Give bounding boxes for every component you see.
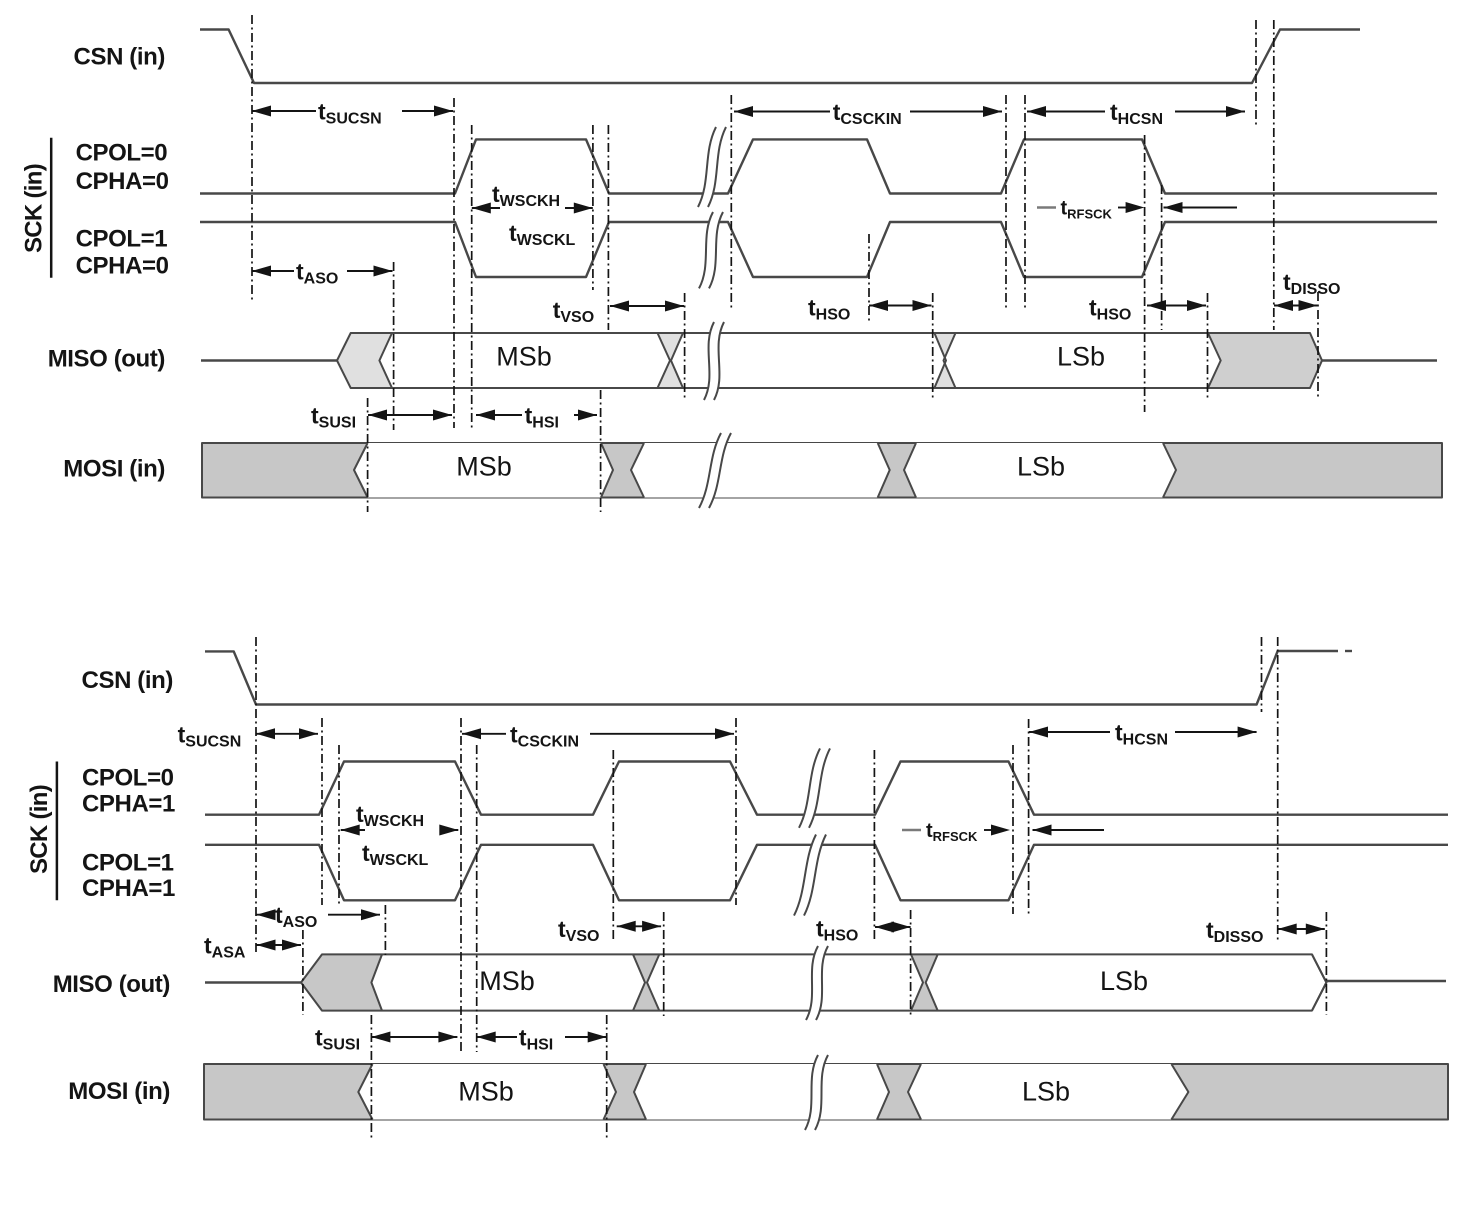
svg-text:tSUSI: tSUSI: [315, 1025, 360, 1054]
svg-text:MSb: MSb: [479, 966, 535, 996]
svg-text:tASO: tASO: [296, 259, 338, 288]
svg-text:tCSCKIN: tCSCKIN: [510, 721, 579, 750]
svg-text:CSN (in): CSN (in): [82, 667, 173, 694]
svg-text:tWSCKL: tWSCKL: [509, 220, 576, 249]
svg-text:tHCSN: tHCSN: [1110, 99, 1163, 128]
svg-text:CPHA=1: CPHA=1: [82, 875, 175, 902]
svg-text:tHSO: tHSO: [808, 295, 850, 324]
svg-text:LSb: LSb: [1017, 452, 1065, 482]
svg-text:tHCSN: tHCSN: [1115, 720, 1168, 749]
svg-text:CPOL=1: CPOL=1: [76, 226, 168, 253]
svg-text:CPOL=0: CPOL=0: [76, 140, 168, 167]
svg-text:tDISSO: tDISSO: [1206, 917, 1263, 946]
svg-text:tHSI: tHSI: [519, 1025, 553, 1054]
svg-text:LSb: LSb: [1022, 1077, 1070, 1107]
svg-text:tVSO: tVSO: [558, 916, 599, 945]
svg-text:tSUCSN: tSUCSN: [318, 99, 382, 128]
svg-text:tRFSCK: tRFSCK: [926, 820, 978, 844]
svg-text:MISO (out): MISO (out): [48, 346, 165, 373]
svg-text:tASA: tASA: [204, 933, 246, 962]
svg-text:tRFSCK: tRFSCK: [1061, 198, 1113, 222]
svg-text:tASO: tASO: [275, 902, 317, 931]
svg-text:SCK (in): SCK (in): [21, 164, 48, 253]
svg-text:CPHA=0: CPHA=0: [76, 253, 169, 280]
svg-text:CPHA=0: CPHA=0: [76, 168, 169, 195]
svg-text:tWSCKH: tWSCKH: [356, 801, 424, 830]
svg-text:CPOL=1: CPOL=1: [82, 850, 174, 877]
svg-text:tHSO: tHSO: [1089, 295, 1131, 324]
svg-text:CPOL=0: CPOL=0: [82, 765, 174, 792]
svg-text:MSb: MSb: [496, 342, 552, 372]
svg-text:tHSI: tHSI: [525, 403, 559, 432]
svg-text:tWSCKL: tWSCKL: [362, 840, 429, 869]
svg-text:SCK (in): SCK (in): [26, 785, 53, 874]
svg-text:CSN (in): CSN (in): [74, 43, 165, 70]
svg-text:MOSI (in): MOSI (in): [68, 1078, 170, 1105]
svg-text:MOSI (in): MOSI (in): [63, 456, 165, 483]
svg-text:LSb: LSb: [1057, 342, 1105, 372]
svg-text:tSUSI: tSUSI: [311, 403, 356, 432]
svg-text:tWSCKH: tWSCKH: [492, 181, 560, 210]
svg-text:CPHA=1: CPHA=1: [82, 791, 175, 818]
svg-text:tVSO: tVSO: [553, 297, 594, 326]
svg-text:MSb: MSb: [456, 452, 512, 482]
svg-text:LSb: LSb: [1100, 966, 1148, 996]
svg-text:MSb: MSb: [458, 1077, 514, 1107]
svg-text:tHSO: tHSO: [816, 916, 858, 945]
svg-text:tCSCKIN: tCSCKIN: [833, 99, 902, 128]
svg-text:tDISSO: tDISSO: [1283, 269, 1340, 298]
svg-text:MISO (out): MISO (out): [53, 971, 170, 998]
svg-text:tSUCSN: tSUCSN: [178, 721, 242, 750]
